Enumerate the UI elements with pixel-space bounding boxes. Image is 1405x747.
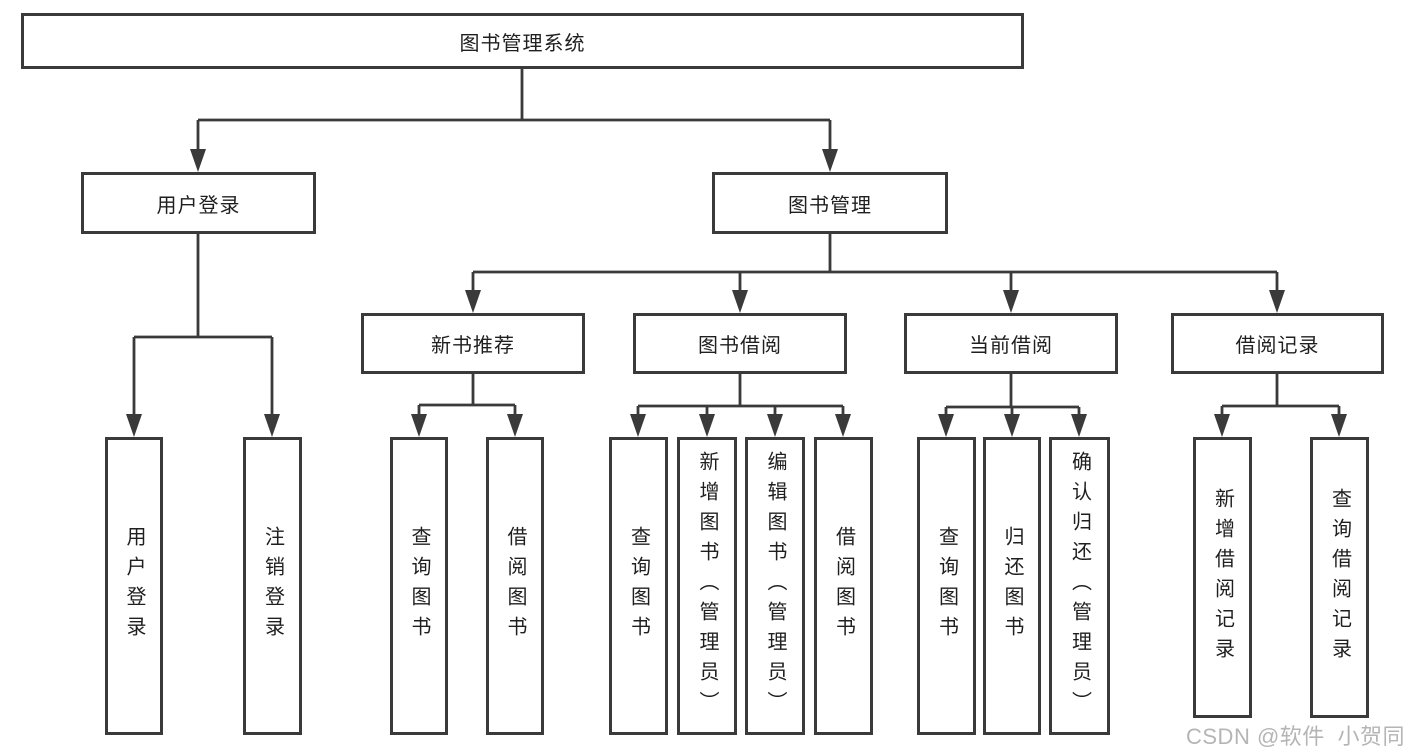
leaf-cb-confirm-return-admin: 确认归还（管理员）: [1049, 437, 1110, 735]
node-new-book-recommend: 新书推荐: [361, 313, 585, 374]
node-book-management: 图书管理: [712, 172, 948, 234]
node-book-borrowing: 图书借阅: [633, 313, 847, 374]
leaf-logout: 注销登录: [243, 437, 302, 735]
leaf-cb-query-books: 查询图书: [917, 437, 976, 735]
leaf-cb-return-books: 归还图书: [983, 437, 1041, 735]
leaf-bb-edit-books-admin: 编辑图书（管理员）: [745, 437, 805, 735]
leaf-user-login: 用户登录: [105, 437, 163, 735]
leaf-bb-add-books-admin: 新增图书（管理员）: [677, 437, 737, 735]
leaf-br-add-record: 新增借阅记录: [1193, 437, 1252, 718]
leaf-nb-query-books: 查询图书: [390, 437, 448, 735]
leaf-nb-borrow-books: 借阅图书: [486, 437, 544, 735]
leaf-bb-borrow-books: 借阅图书: [814, 437, 873, 735]
csdn-watermark: CSDN @软件_小贺同学: [1186, 724, 1405, 747]
leaf-bb-query-books: 查询图书: [609, 437, 668, 735]
node-user-login: 用户登录: [81, 172, 316, 234]
node-root: 图书管理系统: [21, 13, 1024, 69]
node-current-borrowing: 当前借阅: [904, 313, 1118, 374]
leaf-br-query-record: 查询借阅记录: [1310, 437, 1369, 718]
node-borrowing-records: 借阅记录: [1171, 313, 1384, 374]
